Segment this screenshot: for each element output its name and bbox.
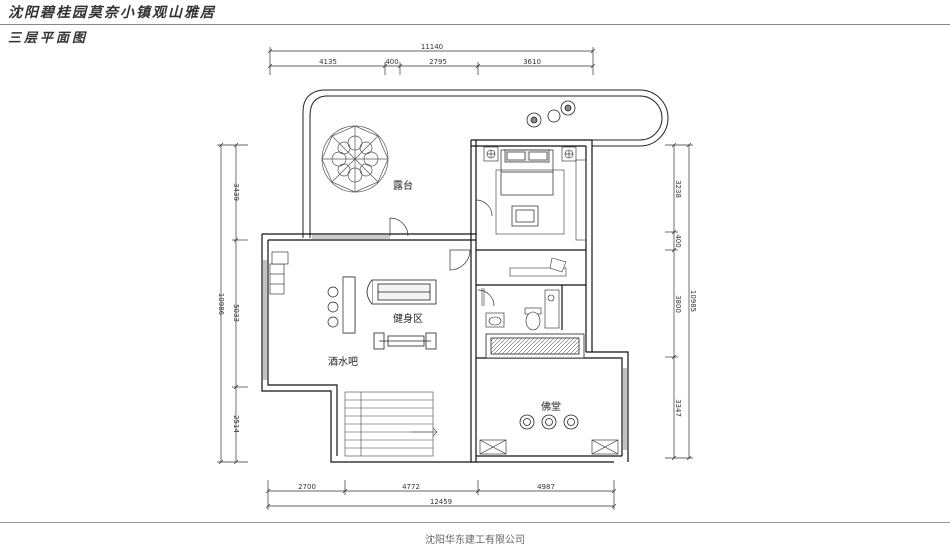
- terrace-chairs-icon: [526, 100, 576, 128]
- top-dim-2: 400: [385, 58, 398, 66]
- bottom-dim-1: 2700: [298, 483, 316, 491]
- staircase: [344, 391, 438, 457]
- prayer-cushions-icon: [519, 414, 579, 430]
- terrace-outline: [302, 89, 669, 238]
- header-divider: [0, 24, 950, 25]
- bottom-dim-3: 4987: [537, 483, 555, 491]
- right-dimensions: [665, 142, 693, 461]
- left-dimensions: [217, 142, 248, 465]
- nightstand-lamps-icon: [483, 146, 577, 162]
- label-bar: 酒水吧: [328, 356, 358, 368]
- buddha-hall-cabinet: [479, 439, 619, 455]
- left-dim-3: 2514: [232, 415, 240, 433]
- terrace-railing: [312, 235, 390, 239]
- altar-cabinet: [485, 333, 585, 359]
- top-dim-4: 3610: [523, 58, 541, 66]
- bar-cabinet: [269, 251, 289, 295]
- bathroom-fixtures: [485, 289, 560, 331]
- footer-divider: [0, 522, 950, 523]
- left-dim-1: 3439: [232, 183, 240, 201]
- drawing-title: 沈阳碧桂园莫奈小镇观山雅居: [8, 5, 216, 21]
- left-total-dim: 10986: [217, 293, 225, 316]
- bottom-dim-2: 4772: [402, 483, 420, 491]
- right-dim-3: 3800: [674, 295, 682, 313]
- bottom-total-dim: 12459: [430, 498, 452, 506]
- bar-counter: [342, 276, 356, 334]
- left-window: [263, 260, 267, 380]
- parasol-icon: [321, 125, 389, 193]
- weight-bench-icon: [373, 332, 437, 350]
- right-dim-4: 3347: [674, 399, 682, 417]
- label-buddha-hall: 佛堂: [541, 400, 561, 413]
- top-dim-1: 4135: [319, 58, 337, 66]
- armchair-icon: [511, 205, 539, 227]
- exterior-walls: [261, 139, 629, 463]
- left-dim-2: 5033: [232, 304, 240, 322]
- right-total-dim: 10985: [689, 290, 697, 312]
- top-dim-3: 2795: [429, 58, 447, 66]
- label-fitness: 健身区: [393, 312, 423, 325]
- right-dim-1: 3238: [674, 180, 682, 198]
- buddha-hall-window: [623, 368, 627, 450]
- company-name: 沈阳华东建工有限公司: [425, 535, 525, 546]
- top-dimensions: [267, 47, 596, 75]
- drawing-subtitle: 三层平面图: [8, 31, 89, 46]
- doors: [389, 199, 495, 307]
- desk-chair-icon: [509, 257, 567, 277]
- top-total-dim: 11140: [421, 43, 443, 51]
- glass-partition: [481, 288, 485, 306]
- wardrobe-icon: [575, 159, 587, 241]
- bed-icon: [500, 149, 554, 196]
- label-terrace: 露台: [393, 179, 413, 192]
- bottom-dimensions: [265, 480, 617, 510]
- treadmill-icon: [366, 279, 437, 305]
- right-dim-2: 400: [674, 234, 682, 247]
- bedroom-rug: [495, 169, 565, 235]
- bar-stools-icon: [327, 286, 339, 328]
